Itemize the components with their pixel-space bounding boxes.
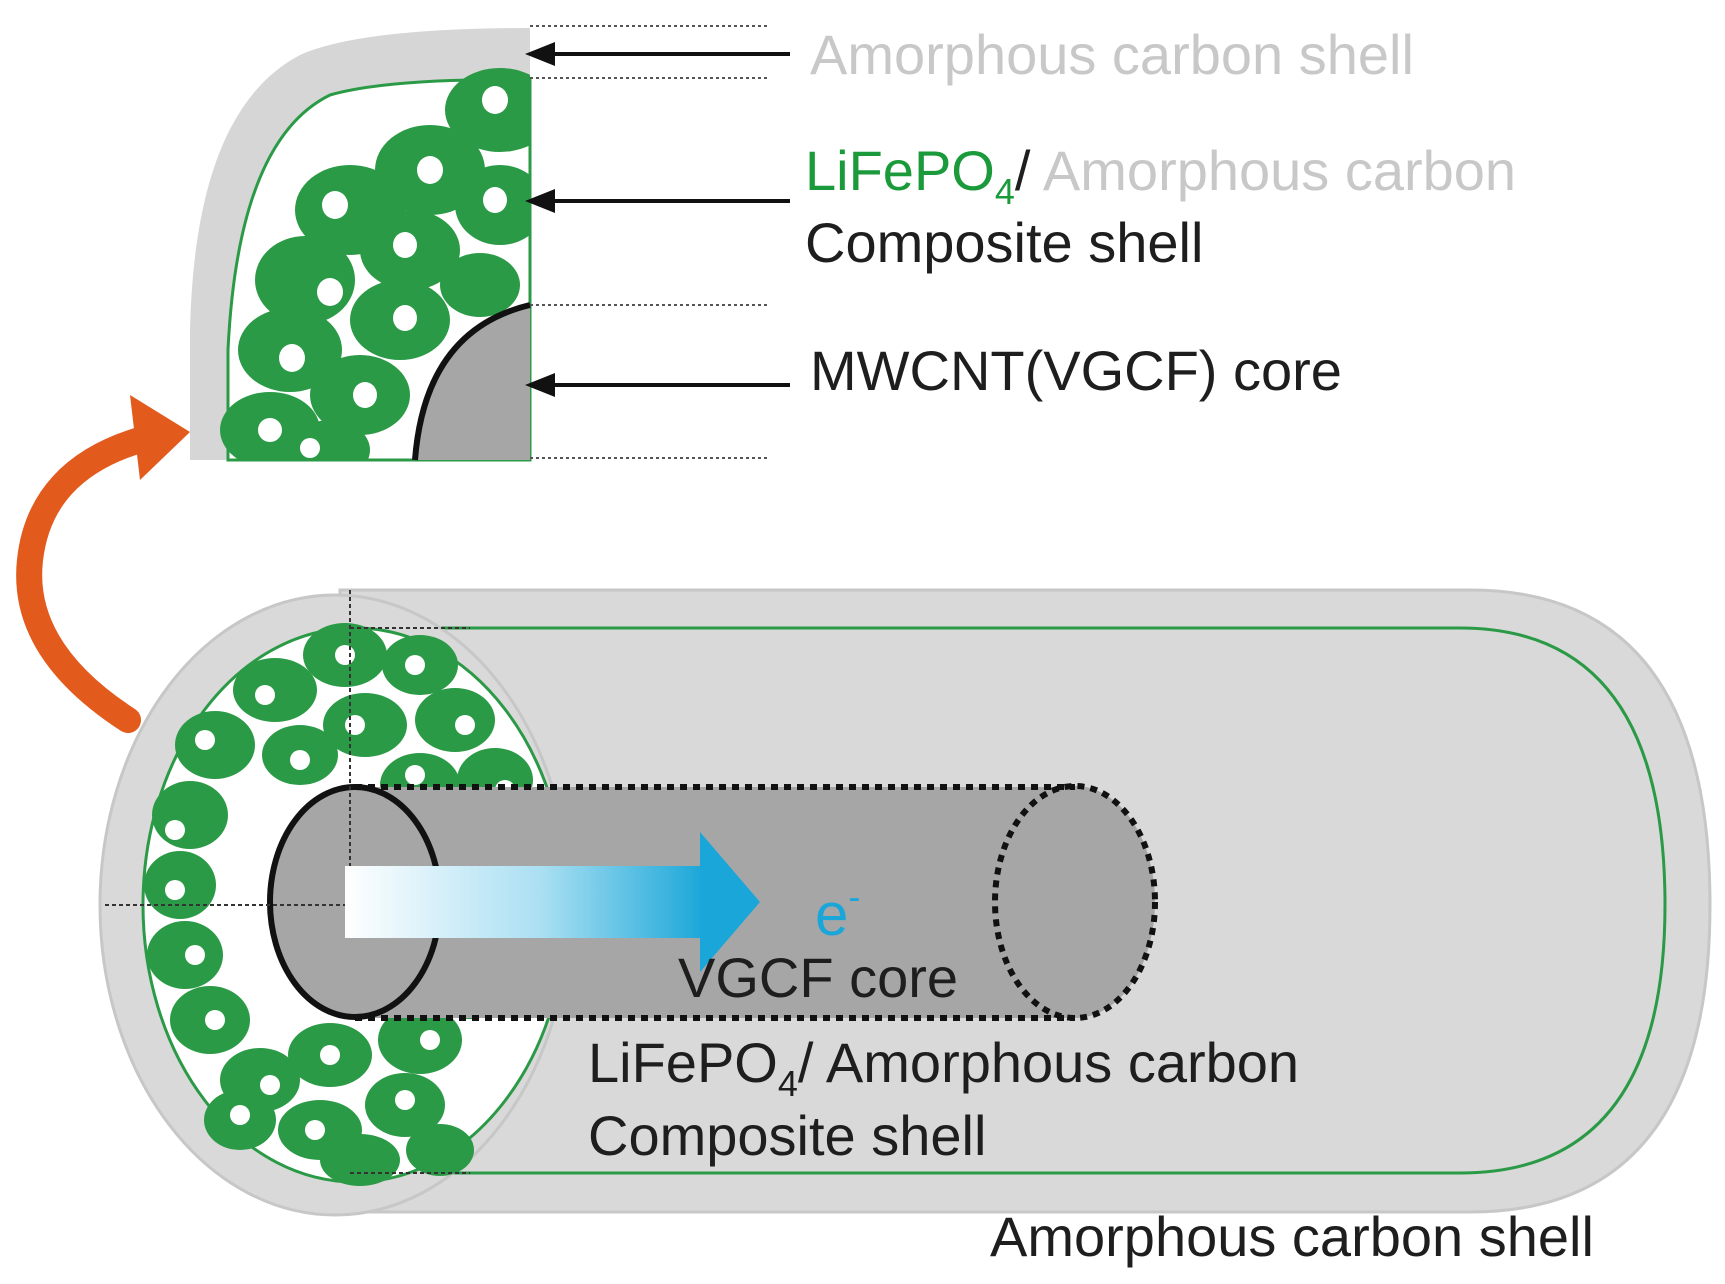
electron-arrow xyxy=(345,832,760,972)
end-face-guides xyxy=(105,590,470,1174)
electron-label: e- xyxy=(815,876,860,948)
zoom-arrow-shaft xyxy=(16,427,153,733)
electron-arrow-body xyxy=(345,866,705,938)
top-core xyxy=(415,305,530,460)
zoom-arrow-head xyxy=(130,395,190,480)
top-label-composite-line2: Composite shell xyxy=(805,211,1203,274)
top-guide-lines xyxy=(530,25,770,459)
core-tube-far-end xyxy=(992,783,1158,1021)
bottom-label-core: VGCF core xyxy=(678,946,958,1009)
electron-arrow-head xyxy=(700,832,760,972)
zoom-arrow xyxy=(16,395,190,733)
top-inset: Amorphous carbon shell LiFePO4/ Amorphou… xyxy=(190,23,1516,462)
top-core-outline xyxy=(412,302,531,461)
cylinder-composite-boundary xyxy=(348,626,1667,1175)
bottom-label-composite-line2: Composite shell xyxy=(588,1104,986,1167)
top-label-amorphous-shell: Amorphous carbon shell xyxy=(810,23,1414,86)
top-label-core: MWCNT(VGCF) core xyxy=(810,339,1342,402)
bottom-label-outer-shell: Amorphous carbon shell xyxy=(990,1205,1594,1268)
top-pointer-arrows xyxy=(525,42,790,397)
bottom-label-composite-line1: LiFePO4/ Amorphous carbon xyxy=(588,1031,1299,1104)
bottom-cylinder: e- VGCF core LiFePO4/ Amorphous carbon C… xyxy=(98,588,1712,1268)
top-label-composite-line1: LiFePO4/ Amorphous carbon xyxy=(805,139,1516,212)
top-particles xyxy=(220,68,530,460)
core-tube-outline xyxy=(355,784,1075,1021)
